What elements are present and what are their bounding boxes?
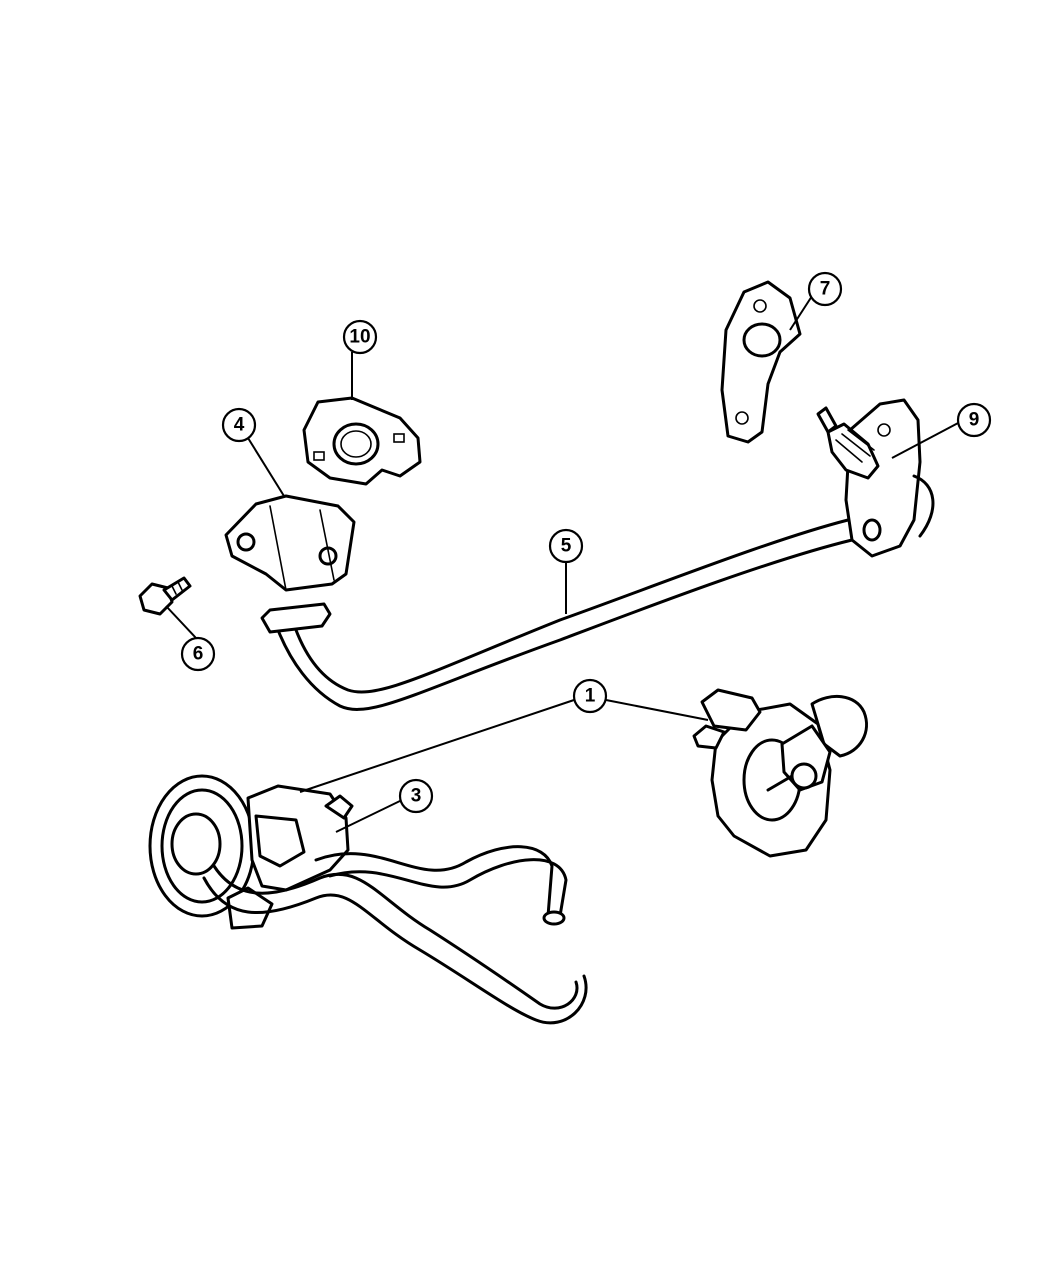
- leader-lines: [165, 295, 961, 833]
- callout-3[interactable]: 3: [398, 778, 434, 814]
- leader-1a: [299, 699, 575, 793]
- callout-1-label: 1: [585, 686, 596, 707]
- callout-1[interactable]: 1: [572, 678, 608, 714]
- callout-9-label: 9: [969, 410, 980, 431]
- callout-10-label: 10: [349, 327, 370, 348]
- leader-1b: [605, 699, 709, 721]
- callout-4[interactable]: 4: [221, 407, 257, 443]
- part-10-gasket[interactable]: [302, 396, 422, 486]
- part-1-egr-valve-right[interactable]: [692, 688, 868, 858]
- callout-4-label: 4: [234, 415, 245, 436]
- callout-3-label: 3: [411, 786, 422, 807]
- callout-10[interactable]: 10: [342, 319, 378, 355]
- part-9-fitting[interactable]: [816, 398, 935, 558]
- leader-9: [891, 421, 961, 459]
- part-6-bolt[interactable]: [138, 576, 192, 616]
- leader-7: [789, 295, 813, 331]
- callout-7[interactable]: 7: [807, 271, 843, 307]
- leader-3: [335, 799, 403, 833]
- part-7-gasket[interactable]: [720, 280, 802, 444]
- callout-9[interactable]: 9: [956, 402, 992, 438]
- callout-5-label: 5: [561, 536, 572, 557]
- leader-4: [247, 437, 285, 497]
- callout-6[interactable]: 6: [180, 636, 216, 672]
- callout-5[interactable]: 5: [548, 528, 584, 564]
- part-4-gasket[interactable]: [224, 494, 356, 592]
- callout-7-label: 7: [820, 279, 831, 300]
- part-3-hose[interactable]: [202, 845, 588, 1025]
- part-1-egr-valve-left[interactable]: [148, 774, 354, 930]
- part-5-egr-tube[interactable]: [260, 518, 854, 711]
- callout-6-label: 6: [193, 644, 204, 665]
- leader-6: [165, 605, 197, 639]
